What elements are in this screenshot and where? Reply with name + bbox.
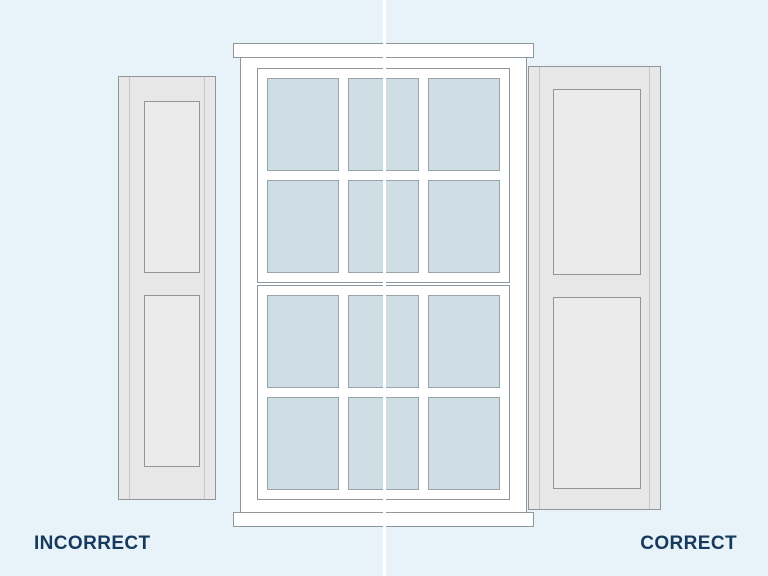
window-pane [267, 180, 339, 273]
shutter-panel [144, 101, 200, 273]
window-pane [428, 295, 500, 388]
window-pane [267, 78, 339, 171]
shutter-stile-line [204, 77, 205, 499]
label-correct: CORRECT [640, 533, 737, 554]
shutter-stile-line [649, 67, 650, 509]
window-pane [428, 180, 500, 273]
incorrect-shutter [118, 76, 216, 500]
shutter-stile-line [129, 77, 130, 499]
label-incorrect: INCORRECT [34, 533, 151, 554]
window-pane [428, 397, 500, 490]
shutter-panel [553, 297, 641, 489]
shutter-panel [553, 89, 641, 275]
shutter-panel [144, 295, 200, 467]
window-pane [267, 295, 339, 388]
window-pane [267, 397, 339, 490]
shutter-stile-line [539, 67, 540, 509]
correct-shutter [528, 66, 661, 510]
window-pane [428, 78, 500, 171]
center-divider-line [383, 0, 386, 576]
